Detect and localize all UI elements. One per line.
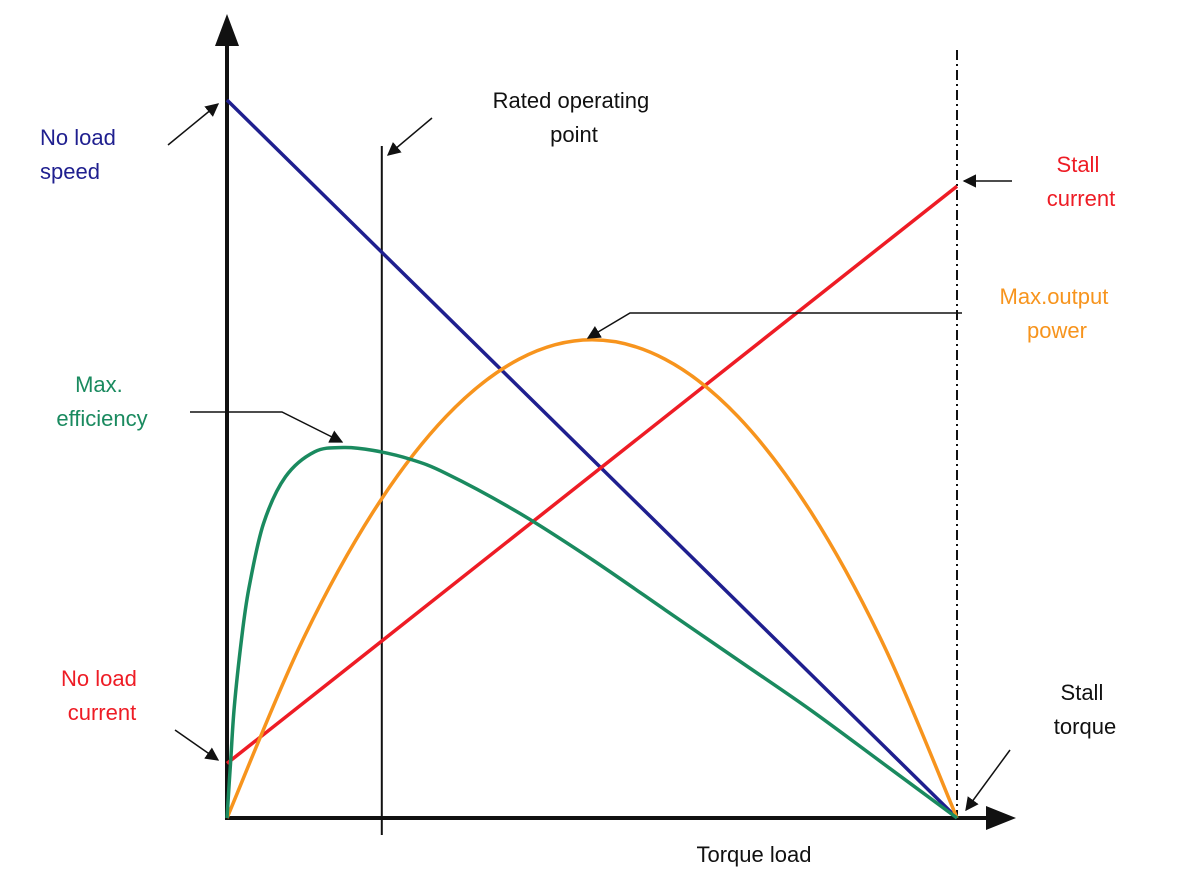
power-curve [225,338,959,819]
y-axis-arrowhead [215,14,239,46]
no-load-current-pointer [174,729,220,761]
stall-torque-label: Stall torque [1054,680,1116,739]
max-efficiency-pointer [190,411,344,443]
no-load-speed-label: No load speed [40,125,122,184]
x-axis-label: Torque load [697,842,812,867]
no-load-current-label: No load current [61,666,143,725]
max-output-power-pointer [586,312,962,339]
efficiency-curve [225,445,959,820]
rated-operating-point-label: Rated operating point [493,88,656,147]
no-load-speed-pointer [167,103,220,146]
stall-torque-pointer [965,749,1011,812]
stall-current-label: Stall current [1047,152,1115,211]
speed-curve [225,98,959,820]
current-curve [225,184,959,765]
rated-operating-point-pointer [386,117,433,156]
max-efficiency-label: Max. efficiency [56,372,147,431]
x-axis-arrowhead [986,806,1016,830]
max-output-power-label: Max.output power [1000,284,1115,343]
